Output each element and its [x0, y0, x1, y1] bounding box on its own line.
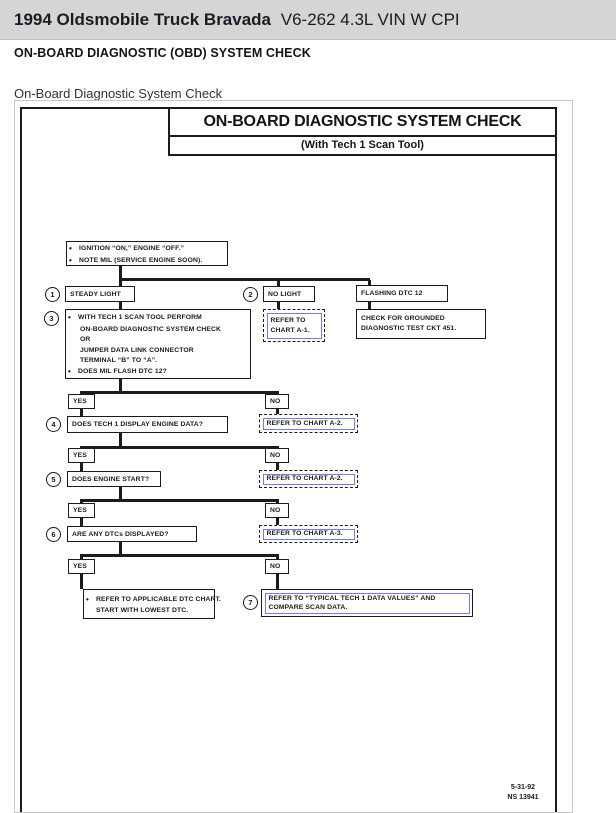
link-highlight: REFER TO “TYPICAL TECH 1 DATA VALUES” AN… [264, 592, 470, 614]
connector-line [80, 391, 279, 394]
step-circle-3: 3 [44, 311, 59, 326]
q4-box: DOES TECH 1 DISPLAY ENGINE DATA? [67, 416, 228, 433]
connector-line [368, 280, 371, 286]
connector-line [80, 501, 83, 504]
link-highlight: REFER TO CHART A-2. [262, 473, 355, 485]
step-circle-5: 5 [46, 472, 61, 487]
yes-box-4: YES [68, 559, 95, 574]
connector-line [119, 542, 122, 554]
bullet-icon [66, 367, 78, 379]
connector-line [277, 280, 280, 287]
vehicle-engine-spec: V6-262 4.3L VIN W CPI [280, 9, 460, 29]
refer-chart-a3-link[interactable]: REFER TO CHART A-3. [259, 525, 358, 543]
figure-id-footnote: 5-31-92 NS 13941 [507, 784, 539, 801]
flashing-dtc12-box: FLASHING DTC 12 [356, 285, 448, 302]
link-highlight: REFER TO CHART A-3. [262, 528, 355, 540]
link-highlight: REFER TO CHART A-1. [266, 312, 322, 339]
refer-chart-a2-link-2[interactable]: REFER TO CHART A-2. [259, 470, 358, 488]
yes-box-2: YES [68, 448, 95, 463]
connector-line [119, 265, 122, 279]
step-circle-4: 4 [46, 417, 61, 432]
no-box-1: NO [265, 394, 289, 409]
connector-line [276, 463, 279, 471]
diagram-title: ON-BOARD DIAGNOSTIC SYSTEM CHECK [170, 109, 555, 137]
connector-line [276, 409, 279, 415]
connector-line [80, 499, 279, 502]
connector-line [80, 556, 83, 559]
refer-chart-a1-link[interactable]: REFER TO CHART A-1. [263, 309, 325, 342]
bullet-icon [67, 244, 79, 256]
bullet-icon [66, 313, 78, 325]
yes-box-1: YES [68, 394, 95, 409]
connector-line [119, 278, 370, 281]
connector-line [368, 301, 371, 310]
no-box-3: NO [265, 503, 289, 518]
connector-line [80, 574, 83, 589]
connector-line [276, 556, 279, 559]
bullet-icon [84, 595, 96, 606]
app-header: 1994 Oldsmobile Truck Bravada V6-262 4.3… [0, 0, 616, 40]
connector-line [80, 409, 83, 417]
connector-line [276, 574, 279, 589]
steady-light-box: STEADY LIGHT [65, 286, 135, 302]
typical-data-values-link[interactable]: REFER TO “TYPICAL TECH 1 DATA VALUES” AN… [261, 589, 473, 617]
step-circle-2: 2 [243, 287, 258, 302]
connector-line [80, 446, 279, 449]
q5-box: DOES ENGINE START? [67, 471, 161, 487]
step-circle-6: 6 [46, 527, 61, 542]
connector-line [119, 487, 122, 499]
final-dtc-chart-box: REFER TO APPLICABLE DTC CHART. START WIT… [83, 589, 221, 619]
step3-instructions-box: WITH TECH 1 SCAN TOOL PERFORM ON-BOARD D… [65, 309, 251, 379]
connector-line [119, 280, 122, 287]
connector-line [276, 518, 279, 526]
no-box-4: NO [265, 559, 289, 574]
check-grounded-box: CHECK FOR GROUNDED DIAGNOSTIC TEST CKT 4… [356, 309, 486, 339]
refer-chart-a2-link[interactable]: REFER TO CHART A-2. [259, 414, 358, 433]
no-light-box: NO LIGHT [263, 286, 315, 302]
diagram-title-box: ON-BOARD DIAGNOSTIC SYSTEM CHECK (With T… [168, 107, 557, 156]
bullet-icon [67, 256, 79, 268]
start-conditions-box: IGNITION “ON,” ENGINE “OFF.” NOTE MIL (S… [66, 241, 228, 266]
connector-line [80, 463, 83, 472]
connector-line [80, 554, 279, 557]
step-circle-1: 1 [45, 287, 60, 302]
diagram-subtitle: (With Tech 1 Scan Tool) [301, 139, 424, 151]
connector-line [119, 302, 122, 310]
no-box-2: NO [265, 448, 289, 463]
q6-box: ARE ANY DTCs DISPLAYED? [67, 526, 197, 542]
vehicle-title: 1994 Oldsmobile Truck Bravada [14, 9, 272, 29]
figure-caption: On-Board Diagnostic System Check [14, 86, 223, 101]
connector-line [276, 501, 279, 504]
link-highlight: REFER TO CHART A-2. [262, 417, 355, 430]
section-heading: ON-BOARD DIAGNOSTIC (OBD) SYSTEM CHECK [14, 46, 311, 60]
connector-line [277, 302, 280, 310]
page-title: 1994 Oldsmobile Truck Bravada V6-262 4.3… [14, 10, 460, 30]
connector-line [80, 518, 83, 527]
connector-line [119, 433, 122, 446]
flowchart-image: ON-BOARD DIAGNOSTIC SYSTEM CHECK (With T… [14, 100, 573, 813]
connector-line [119, 379, 122, 391]
step-circle-7: 7 [243, 595, 258, 610]
yes-box-3: YES [68, 503, 95, 518]
